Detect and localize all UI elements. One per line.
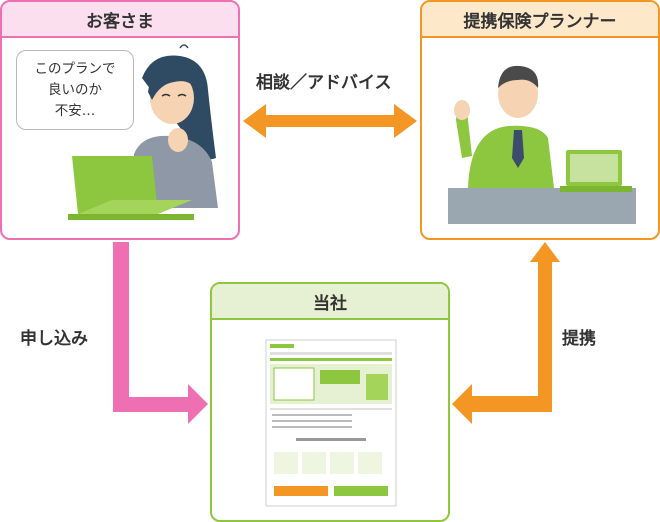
- company-title: 当社: [212, 284, 448, 320]
- speech-line-2: 良いのか: [48, 82, 102, 98]
- customer-box: お客さま このプランで 良いのか 不安…: [0, 0, 240, 240]
- partner-label: 提携: [562, 329, 596, 349]
- planner-title: 提携保険プランナー: [422, 2, 658, 38]
- partner-arrow: [452, 242, 560, 424]
- apply-label: 申し込み: [20, 329, 88, 349]
- speech-line-3: 不安…: [54, 103, 96, 119]
- planner-box: 提携保険プランナー: [420, 0, 660, 240]
- speech-bubble: このプランで 良いのか 不安…: [16, 50, 134, 130]
- planner-illustration: [448, 65, 636, 224]
- customer-illustration: [68, 44, 218, 220]
- consult-label: 相談／アドバイス: [256, 73, 392, 93]
- customer-title: お客さま: [2, 2, 238, 38]
- company-box: 当社: [210, 282, 450, 522]
- consult-double-arrow: [243, 104, 417, 138]
- apply-arrow: [113, 242, 208, 424]
- website-screenshot-thumbnail: [265, 339, 397, 507]
- speech-line-1: このプランで: [34, 61, 116, 77]
